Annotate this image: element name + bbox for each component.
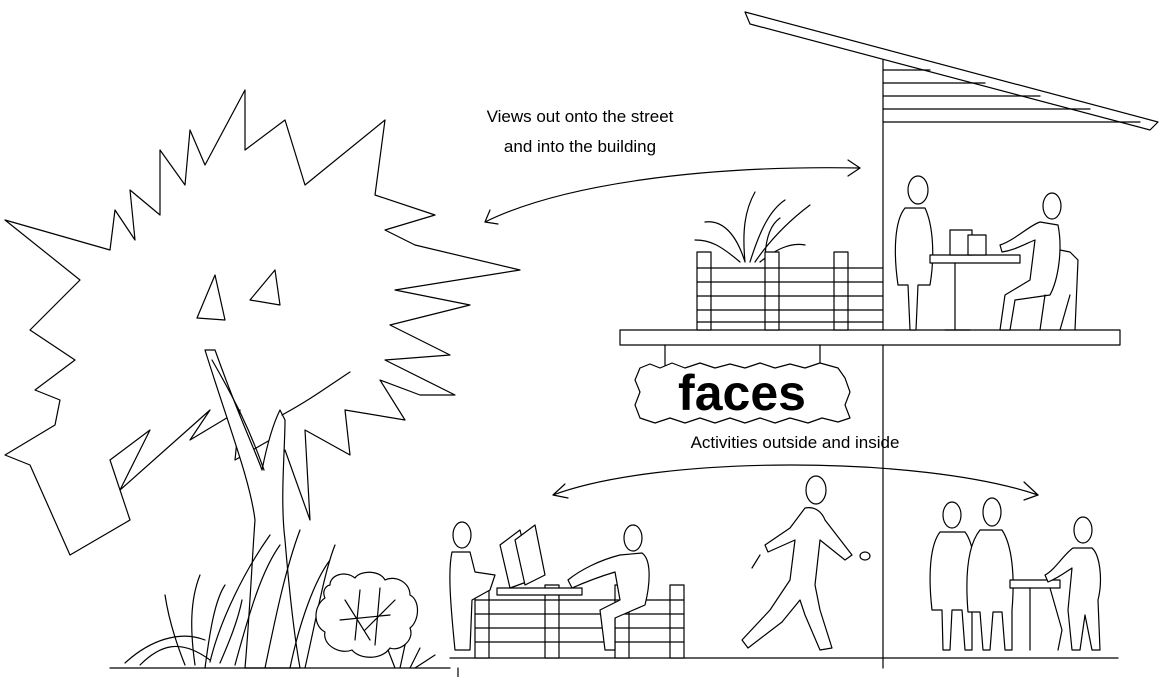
views-caption-line1: Views out onto the street xyxy=(487,107,674,126)
views-caption-line2: and into the building xyxy=(504,137,656,156)
views-caption: Views out onto the street and into the b… xyxy=(487,107,674,156)
upper-standing-person xyxy=(895,176,932,330)
cafe-railing xyxy=(475,585,684,658)
indoor-pair xyxy=(930,498,1013,650)
roof xyxy=(745,12,1158,130)
walking-person xyxy=(742,476,870,650)
upper-floor-slab xyxy=(620,330,1120,345)
activities-caption: Activities outside and inside xyxy=(691,433,900,452)
views-arrow xyxy=(485,160,860,224)
faces-sign: faces xyxy=(635,345,850,423)
ball xyxy=(860,552,870,560)
faces-sign-label: faces xyxy=(678,365,806,421)
activities-arrow xyxy=(553,465,1038,500)
indoor-counter xyxy=(1010,580,1062,650)
cafe-table xyxy=(497,525,582,595)
balcony-planter xyxy=(695,192,883,330)
